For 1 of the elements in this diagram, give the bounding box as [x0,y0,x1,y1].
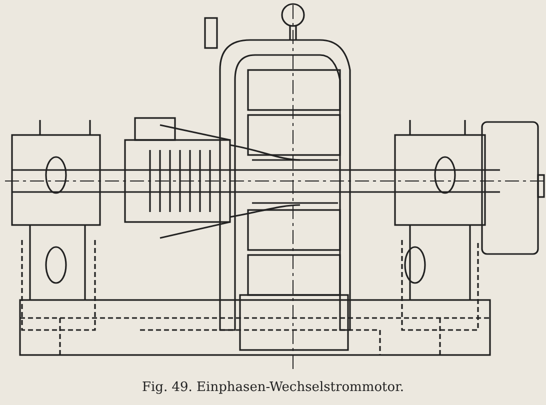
figure-caption: Fig. 49. Einphasen-Wechselstrommotor. [140,380,405,395]
